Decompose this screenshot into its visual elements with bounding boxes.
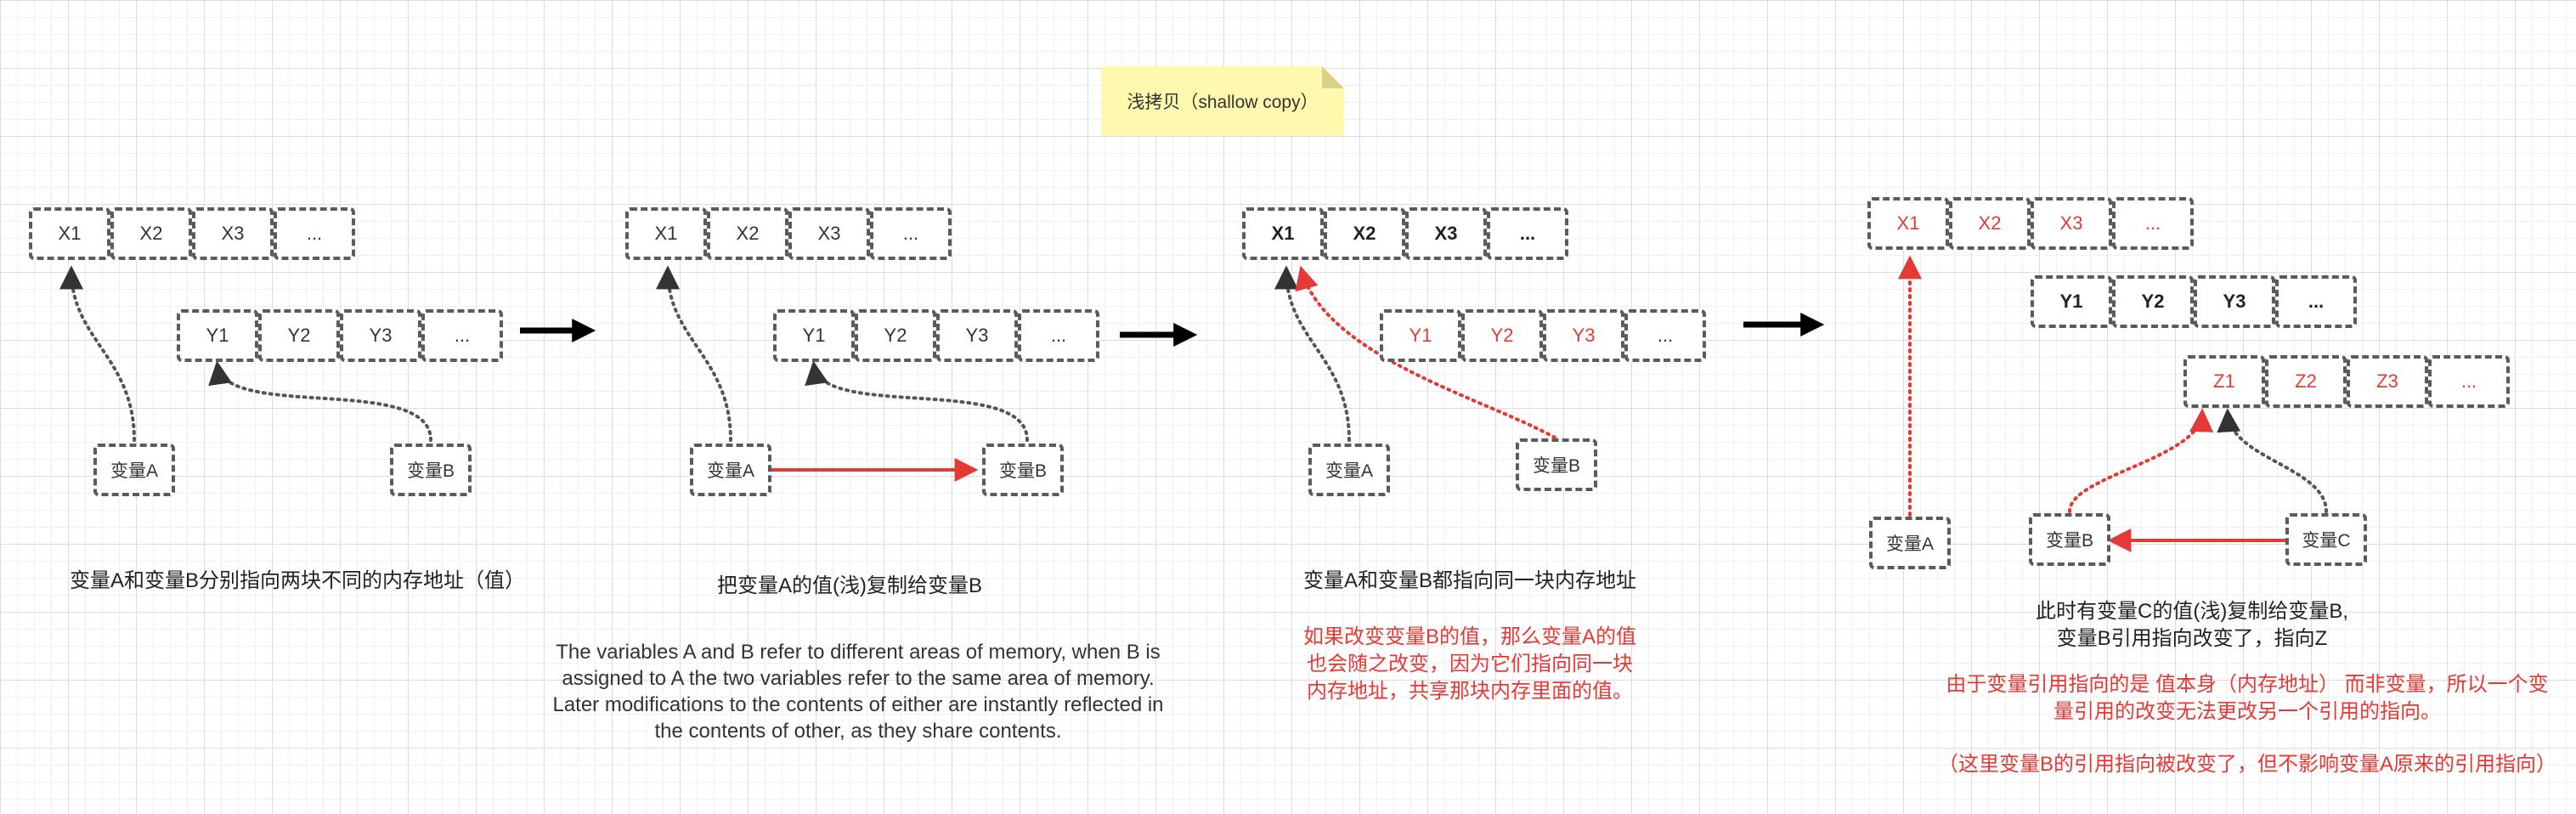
panel-3-red-note: 如果改变变量B的值，那么变量A的值 也会随之改变，因为它们指向同一块 内存地址，…	[1274, 624, 1665, 705]
variable-b: 变量B	[1516, 438, 1597, 491]
memory-cell-x1: X1	[625, 207, 707, 260]
memory-cell-y2: Y2	[2112, 275, 2194, 328]
memory-cell-y2: Y2	[258, 309, 340, 362]
memory-cell-y-more: ...	[2275, 275, 2357, 328]
variable-a: 变量A	[690, 444, 771, 496]
red-note-line: 如果改变变量B的值，那么变量A的值	[1302, 625, 1636, 648]
pointer-b-to-x1	[1295, 265, 1556, 439]
memory-cell-y3: Y3	[1543, 309, 1624, 362]
pointer-a-to-x1	[1274, 265, 1351, 442]
memory-cell-x2: X2	[1324, 207, 1405, 260]
memory-cell-y3: Y3	[340, 309, 421, 362]
variable-b: 变量B	[2029, 513, 2110, 566]
caption-line: 变量B引用指向改变了，指向Z	[2056, 627, 2328, 650]
memory-cell-x3: X3	[1405, 207, 1487, 260]
memory-cell-x3: X3	[788, 207, 870, 260]
memory-cell-x-more: ...	[274, 207, 355, 260]
memory-cell-z2: Z2	[2265, 355, 2347, 408]
memory-cell-x2: X2	[110, 207, 192, 260]
memory-cell-z1: Z1	[2183, 355, 2265, 408]
panel-2-caption: 把变量A的值(浅)复制给变量B	[717, 574, 982, 597]
panel-4-red-note-2: （这里变量B的引用指向被改变了，但不影响变量A原来的引用指向）	[1937, 753, 2556, 776]
pointer-a-to-x1	[59, 265, 136, 442]
caption-line: 此时有变量C的值(浅)复制给变量B,	[2036, 600, 2348, 623]
memory-cell-y2: Y2	[1461, 309, 1543, 362]
variable-a: 变量A	[1308, 444, 1390, 496]
memory-cell-x1: X1	[29, 207, 110, 260]
memory-cell-x-more: ...	[870, 207, 952, 260]
memory-cell-y3: Y3	[2194, 275, 2275, 328]
variable-c: 变量C	[2285, 513, 2367, 566]
red-note-line: 由于变量引用指向的是 值本身（内存地址） 而非变量，所以一个变	[1946, 673, 2549, 696]
english-line: Later modifications to the contents of e…	[552, 693, 1164, 716]
memory-cell-x-more: ...	[2112, 197, 2194, 250]
memory-cell-x2: X2	[707, 207, 788, 260]
red-note-line: 内存地址，共享那块内存里面的值。	[1307, 680, 1633, 703]
english-line: The variables A and B refer to different…	[556, 641, 1161, 664]
memory-cell-y-more: ...	[421, 309, 503, 362]
title-note: 浅拷贝（shallow copy）	[1101, 66, 1344, 136]
memory-cell-y-more: ...	[1624, 309, 1706, 362]
variable-b: 变量B	[982, 444, 1064, 496]
red-note-line: 也会随之改变，因为它们指向同一块	[1307, 653, 1633, 676]
memory-cell-x1: X1	[1242, 207, 1324, 260]
memory-cell-y1: Y1	[773, 309, 855, 362]
memory-cell-z3: Z3	[2347, 355, 2428, 408]
memory-cell-x2: X2	[1949, 197, 2031, 250]
panel-4-caption: 此时有变量C的值(浅)复制给变量B, 变量B引用指向改变了，指向Z	[1912, 598, 2472, 653]
memory-cell-y1: Y1	[1380, 309, 1461, 362]
pointer-c-to-z1	[2217, 408, 2328, 513]
title-note-text: 浅拷贝（shallow copy）	[1127, 93, 1319, 112]
panel-4-red-note: 由于变量引用指向的是 值本身（内存地址） 而非变量，所以一个变 量引用的改变无法…	[1929, 671, 2566, 726]
memory-cell-x1: X1	[1867, 197, 1949, 250]
variable-a: 变量A	[93, 444, 175, 496]
panel-3-caption: 变量A和变量B都指向同一块内存地址	[1302, 569, 1636, 592]
pointer-b-to-z1	[2068, 408, 2214, 513]
red-note-line: 量引用的改变无法更改另一个引用的指向。	[2053, 700, 2441, 723]
memory-cell-y-more: ...	[1018, 309, 1099, 362]
variable-a: 变量A	[1869, 517, 1951, 569]
memory-cell-x3: X3	[2031, 197, 2112, 250]
panel-1-caption: 变量A和变量B分别指向两块不同的内存地址（值）	[69, 569, 525, 592]
memory-cell-y3: Y3	[936, 309, 1018, 362]
variable-b: 变量B	[390, 444, 472, 496]
memory-cell-x-more: ...	[1487, 207, 1568, 260]
pointer-b-to-y1	[208, 360, 432, 442]
english-line: assigned to A the two variables refer to…	[562, 667, 1155, 690]
memory-cell-z-more: ...	[2428, 355, 2510, 408]
memory-cell-y1: Y1	[177, 309, 258, 362]
memory-cell-x3: X3	[192, 207, 274, 260]
english-line: the contents of other, as they share con…	[654, 720, 1062, 743]
memory-cell-y1: Y1	[2031, 275, 2112, 328]
memory-cell-y2: Y2	[855, 309, 936, 362]
pointer-a-to-x1	[656, 265, 732, 442]
english-explanation: The variables A and B refer to different…	[493, 639, 1223, 744]
pointer-b-to-y1	[805, 360, 1029, 442]
